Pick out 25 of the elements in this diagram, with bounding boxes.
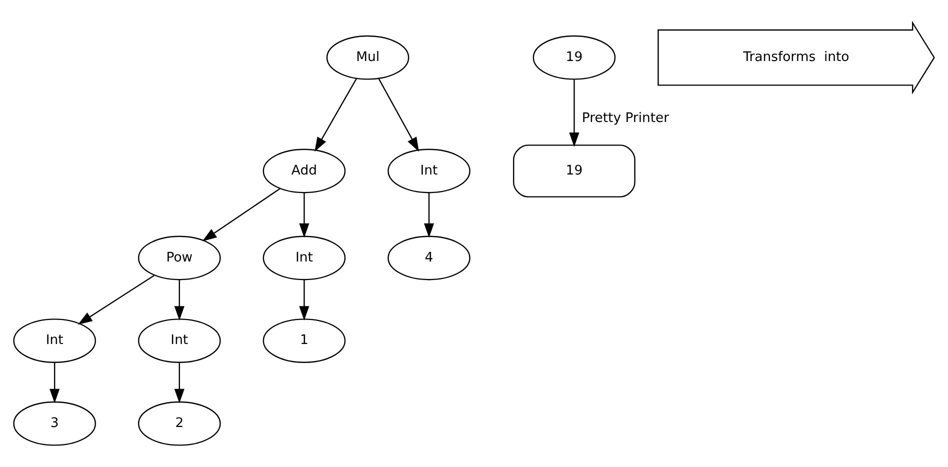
- node-ellipse: Int: [138, 318, 221, 362]
- arrow: [378, 78, 420, 152]
- arrow: [174, 362, 184, 403]
- node-ellipse: 4: [388, 235, 470, 280]
- arrow: [314, 78, 357, 152]
- node-ellipse: 19: [532, 34, 616, 80]
- arrow: [78, 274, 154, 324]
- node-ellipse: Int: [13, 318, 96, 362]
- node-ellipse: Int: [388, 148, 470, 193]
- edge-label: Pretty Printer: [582, 110, 670, 126]
- arrow: [50, 362, 60, 403]
- arrow: [174, 279, 184, 320]
- arrow: [424, 192, 434, 238]
- node-ellipse: 1: [262, 318, 346, 362]
- node-ellipse: Pow: [138, 235, 221, 280]
- arrow: [202, 188, 280, 241]
- arrow: [299, 192, 310, 238]
- node-ellipse: 3: [13, 400, 96, 446]
- node-ellipse: Int: [262, 235, 346, 280]
- node-ellipse: Add: [262, 148, 346, 193]
- node-ellipse: Mul: [326, 34, 410, 80]
- arrow: [569, 79, 580, 146]
- arrow: [299, 279, 310, 320]
- node-ellipse: 2: [138, 400, 221, 446]
- node-box: 19: [513, 144, 636, 197]
